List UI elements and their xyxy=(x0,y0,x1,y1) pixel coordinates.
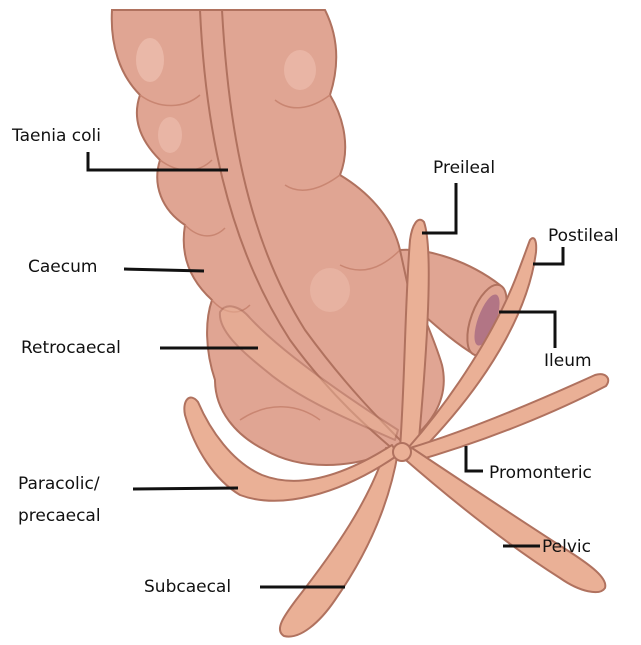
label-paracolic: Paracolic/ xyxy=(18,474,100,495)
label-preileal: Preileal xyxy=(433,158,495,179)
leader-preileal xyxy=(422,183,456,233)
label-taenia-coli: Taenia coli xyxy=(12,126,101,147)
highlight xyxy=(158,117,182,153)
leader-promonteric xyxy=(466,446,483,471)
leader-caecum xyxy=(124,269,204,271)
leader-postileal xyxy=(533,247,563,264)
highlight xyxy=(136,38,164,82)
leader-paracolic xyxy=(133,488,238,489)
appendix-base xyxy=(393,443,411,461)
label-precaecal: precaecal xyxy=(18,506,101,527)
label-retrocaecal: Retrocaecal xyxy=(21,338,121,359)
label-promonteric: Promonteric xyxy=(489,463,592,484)
label-caecum: Caecum xyxy=(28,257,97,278)
highlight xyxy=(284,50,316,90)
label-postileal: Postileal xyxy=(548,226,619,247)
label-subcaecal: Subcaecal xyxy=(144,577,231,598)
colon-outline xyxy=(112,10,444,465)
highlight xyxy=(310,268,350,312)
label-ileum: Ileum xyxy=(544,351,592,372)
label-pelvic: Pelvic xyxy=(542,537,591,558)
colon-body xyxy=(112,10,444,465)
